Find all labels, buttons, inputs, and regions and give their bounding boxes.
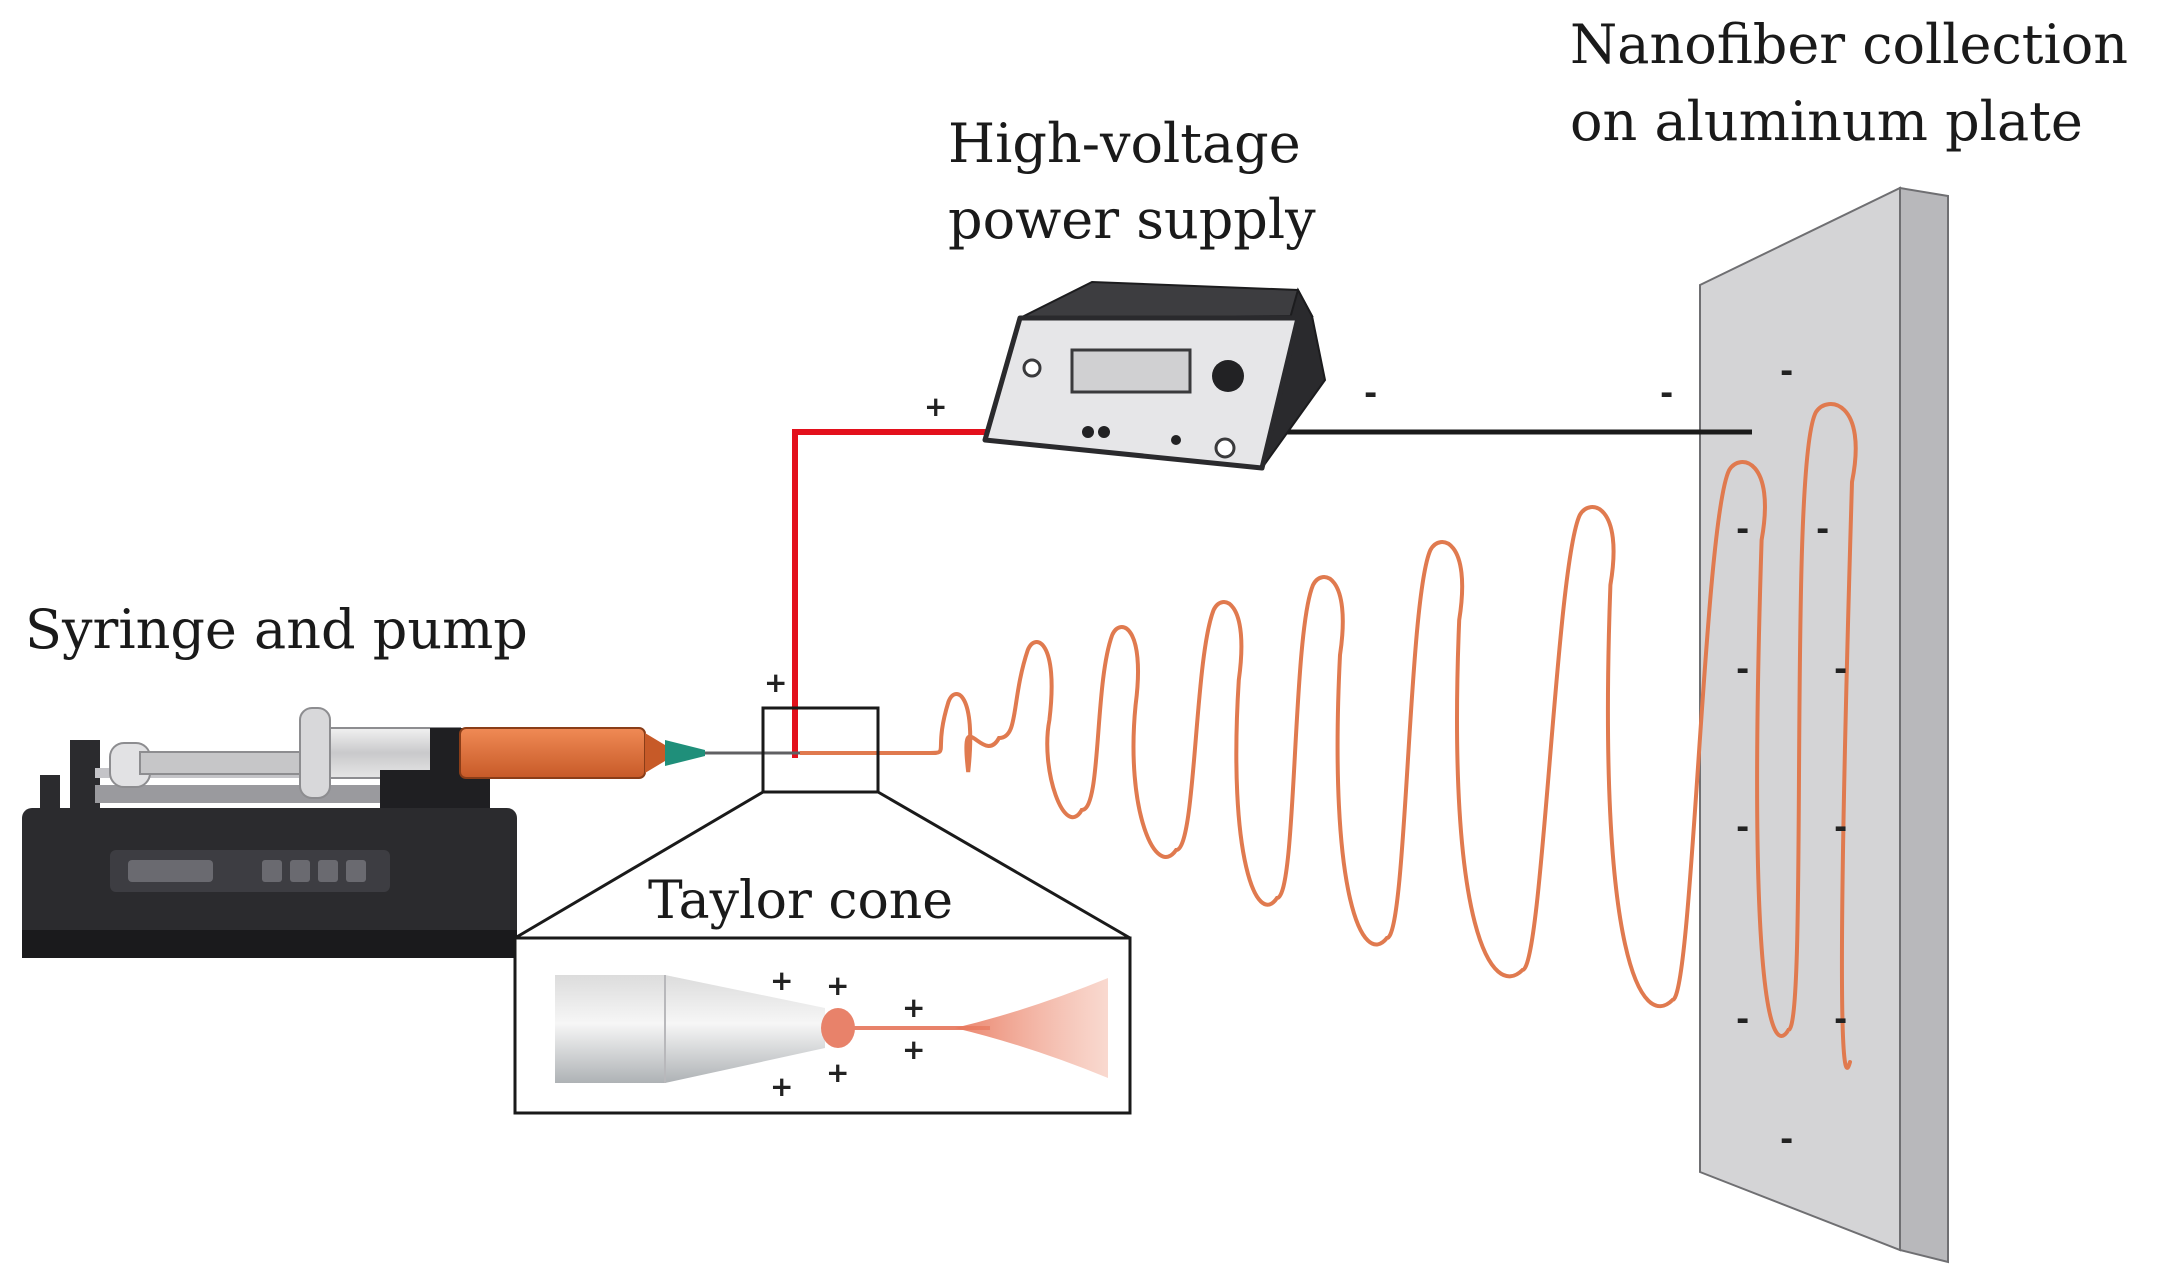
negative-sign: - <box>1736 650 1749 688</box>
negative-sign: - <box>1736 1000 1749 1038</box>
positive-sign: + <box>902 991 925 1024</box>
syringe-label: Syringe and pump <box>25 598 528 661</box>
syringe-pump-icon <box>22 707 800 958</box>
charge-signs: + + + + + + + + - - - - - - - - - - - - <box>764 352 1847 1158</box>
negative-sign: - <box>1780 352 1793 390</box>
power-supply-icon <box>982 280 1327 471</box>
positive-sign: + <box>770 964 793 997</box>
taylor-cone-zoom <box>513 706 1132 1115</box>
negative-sign: - <box>1736 808 1749 846</box>
positive-sign: + <box>924 390 947 423</box>
collector-label-line1: Nanofiber collection <box>1570 13 2128 76</box>
negative-sign: - <box>1834 1000 1847 1038</box>
collector-label-line2: on aluminum plate <box>1570 90 2083 153</box>
positive-sign: + <box>902 1033 925 1066</box>
positive-sign: + <box>826 969 849 1002</box>
positive-sign: + <box>764 666 787 699</box>
negative-sign: - <box>1660 374 1673 412</box>
positive-sign: + <box>770 1070 793 1103</box>
power-label-line2: power supply <box>948 188 1316 251</box>
negative-sign: - <box>1736 510 1749 548</box>
plate-side <box>1900 188 1948 1262</box>
aluminum-plate-icon <box>1699 186 1949 1264</box>
taylor-cone-label: Taylor cone <box>648 871 953 931</box>
negative-sign: - <box>1364 374 1377 412</box>
needle-tip <box>555 975 825 1083</box>
positive-sign: + <box>826 1056 849 1089</box>
taylor-droplet <box>821 1008 855 1048</box>
fiber-spiral <box>928 402 1858 1070</box>
zoom-box <box>761 706 880 794</box>
power-label-line1: High-voltage <box>948 112 1301 175</box>
jet-plume <box>955 978 1108 1078</box>
negative-sign: - <box>1834 650 1847 688</box>
negative-sign: - <box>1834 808 1847 846</box>
plate-outline <box>1899 186 1949 1264</box>
negative-sign: - <box>1816 510 1829 548</box>
solution-barrel <box>459 727 646 779</box>
negative-sign: - <box>1780 1120 1793 1158</box>
